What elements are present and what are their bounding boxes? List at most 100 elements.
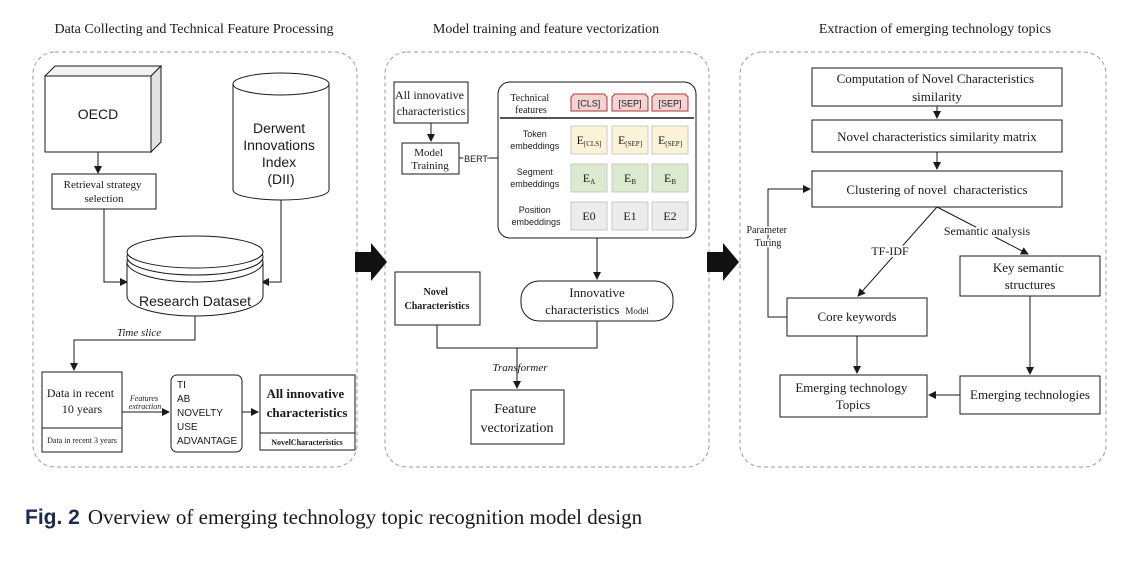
emerging-topics-line1: Emerging technology bbox=[795, 380, 908, 395]
svg-text:Key semantic structures: Key semantic structures bbox=[993, 260, 1067, 292]
feedback-parameter-turing bbox=[767, 185, 811, 318]
emerging-technologies-box bbox=[959, 375, 1101, 415]
svg-text:Feature vectorization: Feature vectorization bbox=[480, 402, 553, 436]
embedding-symbol: E bbox=[583, 171, 590, 185]
derwent-label-line2: Innovations bbox=[243, 137, 315, 153]
computation-line1: Computation of Novel Characteristics bbox=[837, 71, 1034, 86]
embedding-cell bbox=[570, 125, 608, 155]
middle-all-innovative-line2: characteristics bbox=[397, 104, 466, 118]
key-semantic-line2: structures bbox=[1005, 277, 1056, 292]
semantic-analysis-label: Semantic analysis bbox=[944, 224, 1031, 238]
embedding-subscript: B bbox=[671, 178, 676, 186]
icm-line2b: Model bbox=[625, 306, 649, 316]
embedding-symbol: E bbox=[577, 133, 584, 147]
oecd-label: OECD bbox=[78, 106, 118, 122]
middle-all-innovative-line1: All innovative bbox=[395, 88, 464, 102]
embedding-cell bbox=[651, 125, 689, 155]
token-embeddings-line2: embeddings bbox=[510, 141, 560, 151]
embedding-cell bbox=[611, 125, 649, 155]
token-tag bbox=[611, 93, 649, 112]
svg-text:Model Training: Model Training bbox=[411, 147, 449, 172]
clustering-label: Clustering of novel characteristics bbox=[846, 182, 1027, 197]
arrow-clustering-to-core-keywords bbox=[857, 206, 938, 297]
retrieval-label-line2: selection bbox=[84, 193, 124, 205]
middle-novel-line1: Novel bbox=[424, 287, 449, 298]
derwent-label-line4: (DII) bbox=[267, 171, 294, 187]
embedding-subscript: [CLS] bbox=[584, 140, 602, 148]
recent-10-years-box bbox=[41, 371, 123, 453]
recent-10-label-line1: Data in recent bbox=[47, 386, 115, 400]
model-training-line2: Training bbox=[411, 160, 449, 172]
technical-features-line2: features bbox=[515, 105, 547, 116]
svg-text:Features extraction: Features extraction bbox=[129, 394, 161, 411]
arrow-derwent-to-dataset bbox=[261, 200, 282, 286]
embedding-cell-label: EB bbox=[664, 171, 676, 186]
embedding-cell-label: E0 bbox=[582, 209, 595, 223]
tfidf-label: TF-IDF bbox=[871, 244, 909, 258]
derwent-label-line1: Derwent bbox=[253, 120, 305, 136]
arrow-time-slice bbox=[70, 316, 196, 371]
embedding-cell-label: EB bbox=[624, 171, 636, 186]
emerging-topics-box bbox=[779, 374, 928, 418]
embedding-cell-label: EA bbox=[583, 171, 595, 186]
similarity-matrix-box bbox=[811, 119, 1063, 153]
flow-arrow-middle-to-right bbox=[707, 243, 739, 281]
feature-vectorization-line1: Feature bbox=[494, 402, 536, 417]
model-training-box bbox=[401, 142, 460, 175]
middle-panel-title: Model training and feature vectorization bbox=[433, 22, 659, 37]
embedding-cell-label: E[CLS] bbox=[577, 133, 602, 148]
transformer-label: Transformer bbox=[492, 362, 548, 374]
features-extraction-line2: extraction bbox=[129, 402, 161, 411]
svg-text:Computation of Novel Character: Computation of Novel Characteristics sim… bbox=[837, 71, 1038, 104]
svg-text:All innovative characteris: All innovative characteristics bbox=[395, 88, 467, 118]
svg-text:All innovative characteris: All innovative characteristics bbox=[267, 386, 348, 420]
arrow-retrieval-to-dataset bbox=[103, 209, 128, 286]
embedding-cell-label: E1 bbox=[623, 209, 636, 223]
embedding-cell bbox=[570, 201, 608, 231]
figure-label: Fig. 2 bbox=[25, 506, 80, 529]
left-all-innovative-line1: All innovative bbox=[267, 386, 345, 401]
embedding-symbol: E bbox=[618, 133, 625, 147]
embedding-cell bbox=[651, 163, 689, 193]
svg-text:Emerging technology Topics: Emerging technology Topics bbox=[795, 380, 910, 412]
field-item: USE bbox=[177, 422, 198, 433]
embedding-subscript: [SEP] bbox=[625, 140, 642, 148]
research-dataset-stack: Research Dataset bbox=[126, 235, 264, 317]
computation-similarity-box bbox=[811, 67, 1063, 107]
time-slice-label: Time slice bbox=[117, 327, 161, 339]
field-item: ADVANTAGE bbox=[177, 436, 238, 447]
parameter-turing-line2: Turing bbox=[755, 238, 782, 249]
segment-embeddings-line1: Segment bbox=[517, 167, 554, 177]
svg-text:Technical features: Technical features bbox=[510, 93, 551, 116]
middle-novel-characteristics-box bbox=[394, 271, 481, 326]
icm-line2a: characteristics bbox=[545, 302, 619, 317]
derwent-label-line3: Index bbox=[262, 154, 296, 170]
embedding-symbol: E bbox=[658, 133, 665, 147]
svg-text:Token embeddings Segme: Token embeddings Segment embeddings Posi… bbox=[510, 129, 562, 227]
left-novel-characteristics-label: NovelCharacteristics bbox=[271, 438, 343, 447]
field-item: AB bbox=[177, 394, 191, 405]
middle-novel-line2: Characteristics bbox=[405, 301, 470, 312]
core-keywords-label: Core keywords bbox=[817, 309, 896, 324]
computation-line2: similarity bbox=[912, 89, 962, 104]
left-all-innovative-line2: characteristics bbox=[267, 405, 348, 420]
derwent-database-cylinder: Derwent Innovations Index (DII) bbox=[232, 72, 330, 201]
embedding-cell bbox=[651, 201, 689, 231]
technical-features-line1: Technical bbox=[510, 93, 549, 104]
bert-label: BERT bbox=[464, 154, 488, 164]
key-semantic-line1: Key semantic bbox=[993, 260, 1064, 275]
arrow-clustering-to-key-semantic bbox=[936, 206, 1029, 255]
svg-text:Derwent Innovations: Derwent Innovations Index (DII) bbox=[243, 120, 319, 187]
position-embeddings-line1: Position bbox=[519, 205, 551, 215]
embedding-cell bbox=[570, 163, 608, 193]
feature-vectorization-line2: vectorization bbox=[480, 421, 553, 436]
embedding-subscript: [SEP] bbox=[665, 140, 682, 148]
oecd-box: OECD bbox=[43, 64, 163, 154]
token-embeddings-line1: Token bbox=[523, 129, 547, 139]
model-training-line1: Model bbox=[414, 147, 443, 159]
recent-10-label-line2: 10 years bbox=[62, 402, 103, 416]
embedding-cell bbox=[611, 163, 649, 193]
token-tag bbox=[651, 93, 689, 112]
